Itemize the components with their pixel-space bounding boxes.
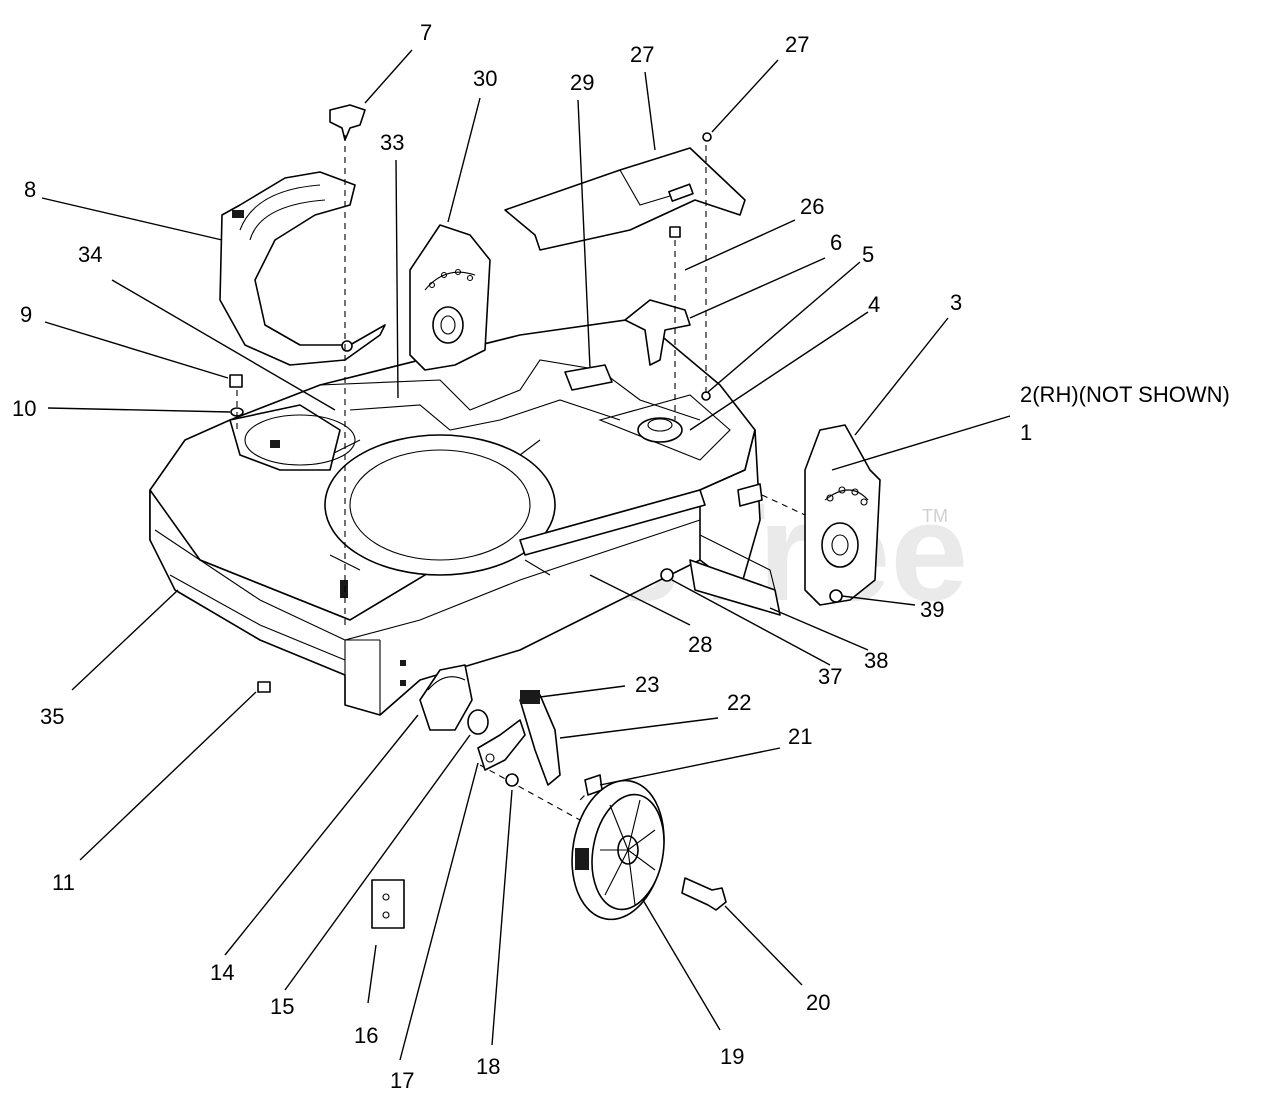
nut-5: [701, 391, 711, 401]
plate-16: [371, 879, 405, 929]
bolt-24: [669, 226, 681, 238]
callout-7: 7: [420, 20, 432, 45]
pulley: [637, 417, 683, 443]
pivot-pin: [737, 483, 763, 507]
callout-28: 28: [688, 632, 712, 657]
callout-15: 15: [270, 994, 294, 1019]
callout-4: 4: [868, 292, 880, 317]
callout-39: 39: [920, 597, 944, 622]
trademark-mark: TM: [922, 506, 948, 526]
height-adjust-plate: [419, 664, 473, 731]
callout-3: 3: [950, 290, 962, 315]
discharge-cover: [219, 171, 386, 366]
callout-9: 9: [20, 302, 32, 327]
front-height-adjust-bracket: [409, 224, 491, 371]
callout-26: 27: [785, 32, 809, 57]
callout-23: 23: [635, 672, 659, 697]
bolt-39: [829, 589, 843, 603]
callout-8: 8: [24, 177, 36, 202]
mower-deck-housing: [149, 317, 761, 716]
callout-19: 19: [720, 1044, 744, 1069]
bolt-9: [229, 374, 243, 388]
callout-38: 38: [864, 648, 888, 673]
axle-bolt: [681, 877, 727, 911]
callout-2: 2(RH)(NOT SHOWN): [1020, 382, 1230, 407]
callout-37: 37: [818, 664, 842, 689]
rear-top-cover: [504, 147, 746, 251]
callout-30: 30: [473, 66, 497, 91]
callout-18: 18: [476, 1054, 500, 1079]
callout-6: 6: [830, 230, 842, 255]
callout-33: 33: [380, 130, 404, 155]
clip-11: [257, 681, 271, 693]
callout-34: 34: [78, 242, 102, 267]
wing-knob: [329, 104, 366, 141]
callout-labels: 7 8 30 33 29 27 27 26 6 5 4 3 2(RH)(NOT …: [12, 20, 1230, 1093]
wheel: [571, 779, 665, 921]
callout-11: 11: [52, 870, 75, 895]
callout-20: 20: [806, 990, 830, 1015]
leader-lines: [41, 49, 1011, 1061]
callout-35: 35: [40, 704, 64, 729]
callout-10: 10: [12, 396, 36, 421]
callout-22: 22: [727, 690, 751, 715]
callout-1: 1: [1020, 420, 1032, 445]
callout-21: 21: [788, 724, 812, 749]
screw-26: [702, 132, 712, 142]
nut-18: [505, 773, 519, 787]
callout-14: 14: [210, 960, 234, 985]
washer-15: [467, 709, 489, 735]
callout-29: 29: [570, 70, 594, 95]
callout-24: 26: [800, 194, 824, 219]
callout-16: 16: [354, 1023, 378, 1048]
wheel-bracket-17: [477, 719, 526, 771]
callout-5: 5: [862, 242, 874, 267]
callout-27: 27: [630, 42, 654, 67]
callout-17: 17: [390, 1068, 414, 1093]
rear-height-adjust-bracket: [804, 424, 881, 606]
mounting-bracket: [624, 299, 691, 366]
rear-baffle: [660, 534, 781, 616]
height-adjust-lever: [519, 690, 561, 786]
